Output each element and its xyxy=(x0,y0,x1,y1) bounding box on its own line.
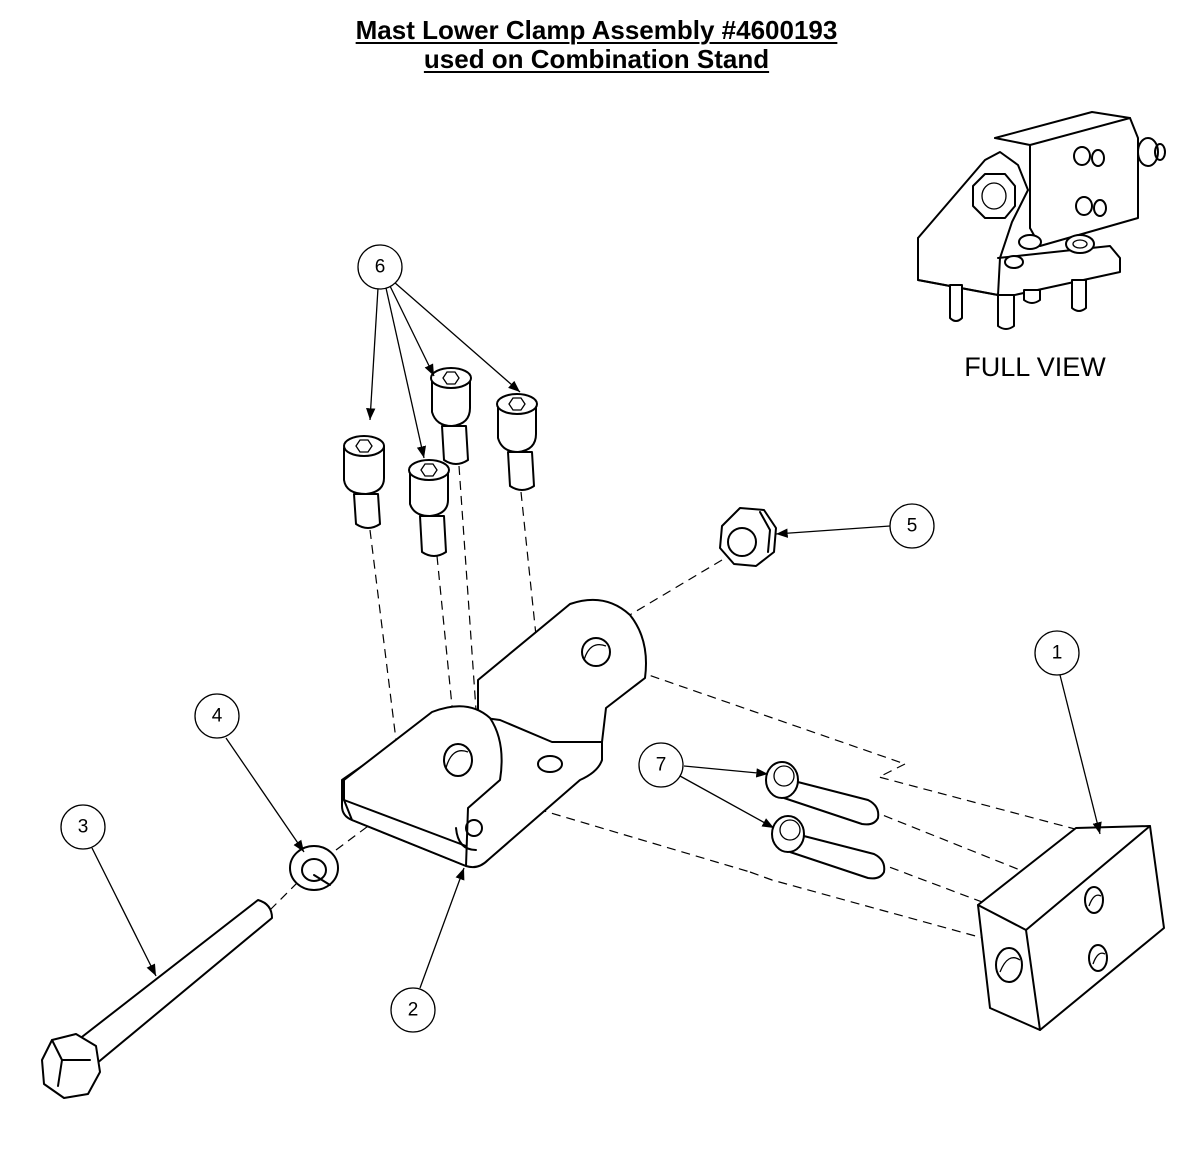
callout-6-label: 6 xyxy=(375,257,386,278)
callout-7-label: 7 xyxy=(656,755,667,776)
callout-5-label: 5 xyxy=(907,516,918,537)
callout-leaders xyxy=(91,281,1102,989)
title-line-2: used on Combination Stand xyxy=(423,44,770,74)
part-5-hex-nut xyxy=(719,507,777,567)
callout-6: 6 xyxy=(357,244,403,290)
callout-4: 4 xyxy=(194,693,240,739)
part-4-lock-washer xyxy=(289,845,339,891)
callout-3-label: 3 xyxy=(78,817,89,838)
part-7-socket-screws xyxy=(765,761,886,880)
diagram-title: Mast Lower Clamp Assembly #4600193 used … xyxy=(0,16,1193,74)
screw-7b xyxy=(771,815,886,880)
callout-3: 3 xyxy=(60,804,106,850)
full-view-illustration xyxy=(917,111,1166,330)
screw-6a xyxy=(343,435,385,529)
callout-5: 5 xyxy=(889,503,935,549)
assembly-guide-lines xyxy=(269,465,1091,941)
full-view-label: FULL VIEW xyxy=(964,352,1106,382)
part-6-socket-screws xyxy=(343,367,538,557)
part-3-hex-bolt xyxy=(41,899,273,1099)
title-line-1: Mast Lower Clamp Assembly #4600193 xyxy=(355,15,838,45)
callout-1-label: 1 xyxy=(1052,643,1063,664)
screw-6b xyxy=(408,459,450,557)
callout-2-label: 2 xyxy=(408,1000,419,1021)
callout-2: 2 xyxy=(390,987,436,1033)
callout-1: 1 xyxy=(1034,630,1080,676)
callout-7: 7 xyxy=(638,742,684,788)
screw-7a xyxy=(765,761,880,826)
part-1-clamp-block xyxy=(977,825,1165,1031)
part-2-bracket xyxy=(341,598,647,869)
screw-6c xyxy=(430,367,472,465)
screw-6d xyxy=(496,393,538,491)
callout-4-label: 4 xyxy=(212,706,223,727)
